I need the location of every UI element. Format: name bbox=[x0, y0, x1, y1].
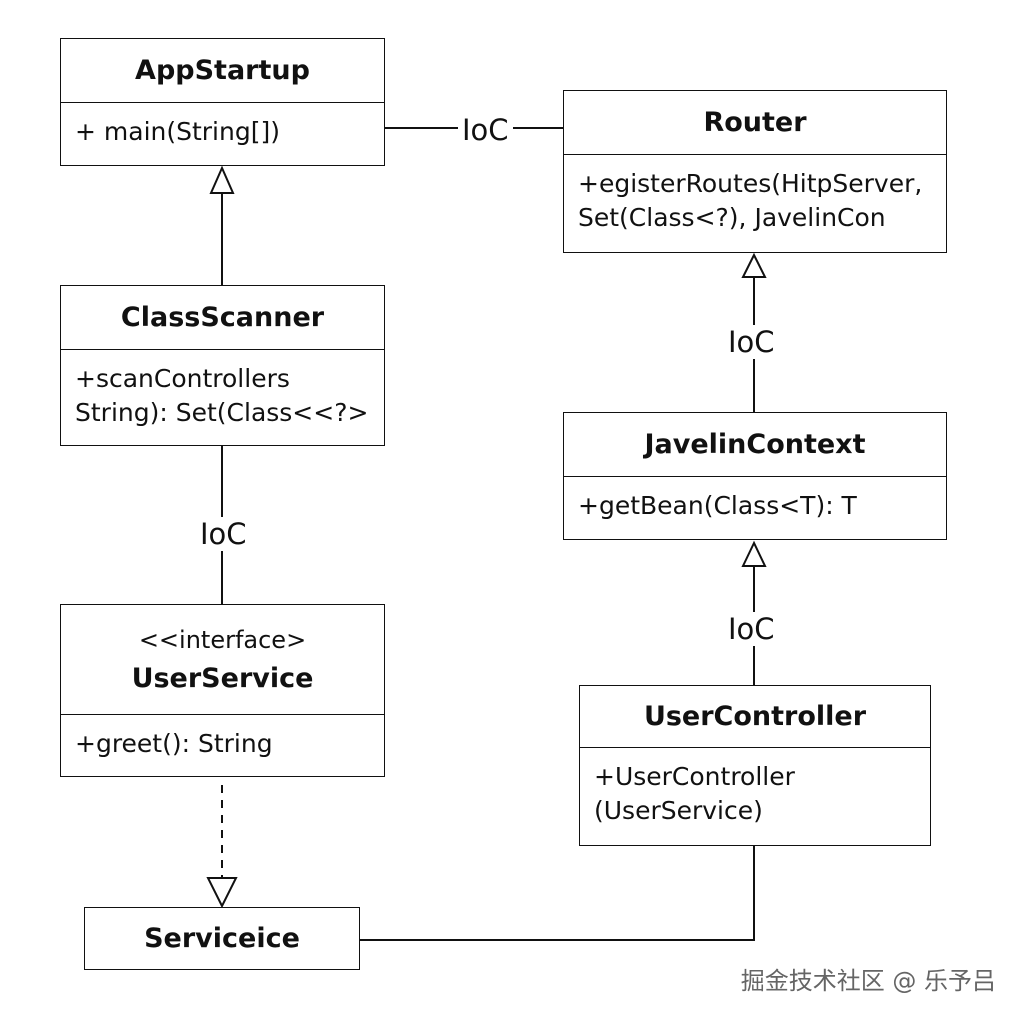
connector-controller-serviceice bbox=[360, 846, 755, 941]
inheritance-arrow-app bbox=[209, 165, 235, 194]
method: +getBean(Class<T): T bbox=[578, 491, 857, 520]
class-header: Serviceice bbox=[85, 908, 359, 969]
method-line: +UserController bbox=[594, 762, 795, 791]
class-methods: +getBean(Class<T): T bbox=[564, 477, 946, 523]
method-line: (UserService) bbox=[594, 796, 763, 825]
class-appstartup: AppStartup + main(String[]) bbox=[60, 38, 385, 166]
class-header: <<interface> UserService bbox=[61, 605, 384, 715]
class-name: AppStartup bbox=[135, 54, 310, 86]
class-header: UserController bbox=[580, 686, 930, 748]
class-name: JavelinContext bbox=[644, 428, 866, 460]
inheritance-arrow-router bbox=[741, 252, 767, 278]
class-methods: +greet(): String bbox=[61, 715, 384, 761]
stereotype-label: <<interface> bbox=[138, 625, 307, 654]
method-line: +egisterRoutes(HitpServer, bbox=[578, 169, 923, 198]
class-name: UserController bbox=[643, 700, 867, 732]
interface-userservice: <<interface> UserService +greet(): Strin… bbox=[60, 604, 385, 777]
class-usercontroller: UserController +UserController (UserServ… bbox=[579, 685, 931, 846]
ioc-label-controller-context: IoC bbox=[724, 612, 779, 646]
method-line: Set(Class<?), JavelinCon bbox=[578, 203, 886, 232]
method: +greet(): String bbox=[75, 729, 273, 758]
class-header: AppStartup bbox=[61, 39, 384, 103]
watermark: 掘金技术社区 @ 乐予吕 bbox=[740, 967, 996, 995]
class-methods: +egisterRoutes(HitpServer, Set(Class<?),… bbox=[564, 155, 946, 235]
class-methods: + main(String[]) bbox=[61, 103, 384, 149]
class-header: Router bbox=[564, 91, 946, 155]
class-name: Router bbox=[703, 106, 807, 138]
class-name: UserService bbox=[131, 662, 314, 694]
method: + main(String[]) bbox=[75, 117, 280, 146]
class-header: ClassScanner bbox=[61, 286, 384, 350]
class-methods: +UserController (UserService) bbox=[580, 748, 930, 828]
class-header: JavelinContext bbox=[564, 413, 946, 477]
class-javelincontext: JavelinContext +getBean(Class<T): T bbox=[563, 412, 947, 540]
class-name: Serviceice bbox=[144, 922, 300, 954]
class-classscanner: ClassScanner +scanControllers String): S… bbox=[60, 285, 385, 446]
inheritance-arrow-context bbox=[741, 540, 767, 567]
class-serviceice: Serviceice bbox=[84, 907, 360, 970]
ioc-label-scanner-service: IoC bbox=[196, 517, 251, 551]
realization-arrow-serviceice bbox=[206, 877, 238, 909]
ioc-label-app-router: IoC bbox=[458, 113, 513, 147]
ioc-label-context-router: IoC bbox=[724, 325, 779, 359]
method-line: +scanControllers bbox=[75, 364, 290, 393]
class-name: ClassScanner bbox=[120, 301, 325, 333]
class-router: Router +egisterRoutes(HitpServer, Set(Cl… bbox=[563, 90, 947, 253]
method-line: String): Set(Class<<?> bbox=[75, 398, 369, 427]
class-methods: +scanControllers String): Set(Class<<?> bbox=[61, 350, 384, 430]
